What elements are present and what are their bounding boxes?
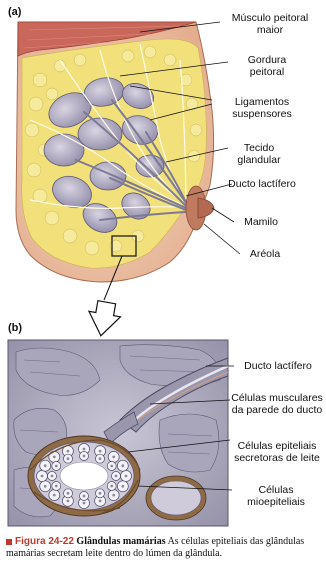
alveolus-detail	[8, 340, 228, 526]
secretory-cell-nucleus	[83, 455, 86, 458]
secretory-cell-nucleus	[125, 475, 128, 478]
label-secretory-cells: Células epiteliais secretoras de leite	[230, 440, 324, 464]
secretory-cell-nucleus	[83, 502, 86, 505]
secretory-cell-nucleus	[67, 450, 70, 453]
secretory-cell-nucleus	[53, 456, 56, 459]
label-suspensory-ligaments: Ligamentos suspensores	[212, 96, 312, 120]
secretory-cell-nucleus	[115, 475, 118, 478]
secretory-cell-nucleus	[99, 457, 102, 460]
label-areola: Aréola	[240, 248, 290, 260]
label-nipple: Mamilo	[236, 216, 286, 228]
secretory-cell-nucleus	[44, 485, 47, 488]
label-pectoral-muscle: Músculo peitoral maior	[220, 12, 320, 36]
secretory-cell-nucleus	[67, 457, 70, 460]
panel-b-letter: (b)	[8, 322, 22, 334]
secretory-cell-nucleus	[112, 456, 115, 459]
label-glandular-tissue: Tecido glandular	[224, 142, 294, 166]
label-lactiferous-duct-b: Ducto lactífero	[232, 360, 324, 372]
secretory-cell-nucleus	[44, 464, 47, 467]
secretory-cell-nucleus	[112, 494, 115, 497]
label-myoepithelial-cells: Células mioepiteliais	[236, 484, 316, 508]
secretory-cell-nucleus	[55, 485, 58, 488]
secretory-cell-nucleus	[99, 450, 102, 453]
label-lactiferous-duct-a: Ducto lactífero	[226, 178, 298, 190]
nipple-shape	[198, 198, 214, 218]
secretory-cell-nucleus	[99, 492, 102, 495]
secretory-cell-nucleus	[110, 485, 113, 488]
alveolus-lumen	[60, 462, 108, 490]
secretory-cell-nucleus	[53, 494, 56, 497]
secretory-cell-nucleus	[67, 500, 70, 503]
breast-section	[16, 22, 214, 282]
secretory-cell-nucleus	[83, 448, 86, 451]
label-pectoral-fat: Gordura peitoral	[232, 54, 302, 78]
figure-title: Glândulas mamárias	[76, 536, 165, 547]
secretory-cell-nucleus	[121, 464, 124, 467]
secretory-cell-nucleus	[51, 475, 54, 478]
figure-number: Figura 24-22	[15, 536, 74, 547]
secretory-cell-nucleus	[55, 465, 58, 468]
secretory-cell-nucleus	[110, 465, 113, 468]
secretory-cell-nucleus	[67, 492, 70, 495]
secretory-cell-nucleus	[83, 495, 86, 498]
secretory-cell-nucleus	[99, 500, 102, 503]
panel-a-letter: (a)	[8, 6, 21, 18]
secretory-cell-nucleus	[121, 485, 124, 488]
label-duct-muscle-cells: Células musculares da parede do ducto	[230, 392, 324, 416]
caption-square-icon	[6, 539, 12, 545]
secretory-cell-nucleus	[41, 475, 44, 478]
figure-caption: Figura 24-22 Glândulas mamárias As célul…	[6, 536, 322, 559]
